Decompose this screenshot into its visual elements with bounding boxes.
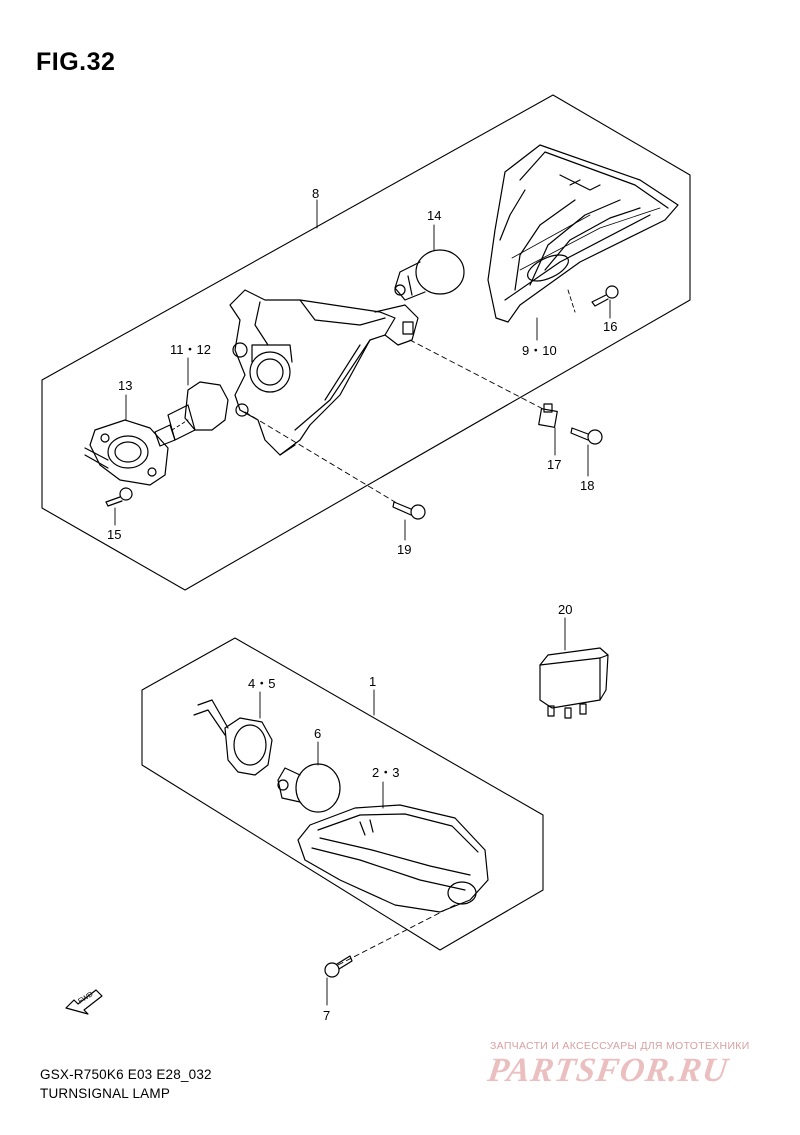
watermark-tagline: ЗАПЧАСТИ И АКСЕССУАРЫ ДЛЯ МОТОТЕХНИКИ	[490, 1040, 750, 1052]
callout-14: 14	[427, 208, 441, 223]
gasket-13	[84, 419, 169, 486]
callout-2-3: 2・3	[372, 765, 399, 780]
bulb-14	[394, 249, 465, 301]
callout-11-12: 11・12	[170, 342, 211, 357]
lower-assembly-frame	[141, 637, 544, 951]
lower-leader-lines	[259, 617, 566, 1006]
callout-9-10: 9・10	[522, 343, 557, 358]
socket-4-5	[193, 699, 273, 776]
screw-19	[392, 501, 426, 520]
callout-7: 7	[323, 1008, 330, 1023]
callout-13: 13	[118, 378, 132, 393]
figure-caption: TURNSIGNAL LAMP	[40, 1086, 171, 1101]
callout-8: 8	[312, 186, 319, 201]
callout-18: 18	[580, 478, 594, 493]
callout-19: 19	[397, 542, 411, 557]
callout-1: 1	[369, 674, 376, 689]
callout-17: 17	[547, 457, 561, 472]
model-code: GSX-R750K6 E03 E28_032	[40, 1067, 212, 1082]
socket-11-12	[154, 381, 229, 447]
turnsignal-lens-2-3	[297, 804, 489, 913]
relay-20	[539, 647, 609, 719]
screw-15	[105, 487, 133, 507]
upper-assembly-frame	[41, 94, 691, 591]
lens-housing-part	[487, 144, 679, 323]
clip-17	[538, 403, 558, 428]
callout-20: 20	[558, 602, 572, 617]
bulb-6	[277, 763, 341, 813]
callout-4-5: 4・5	[248, 676, 275, 691]
watermark-logo: PARTSFOR.RU	[485, 1052, 731, 1089]
callout-16: 16	[603, 319, 617, 334]
fwd-arrow-icon: FWD	[65, 989, 103, 1015]
screw-18	[570, 427, 603, 445]
upper-leader-lines	[114, 199, 611, 541]
screw-7	[324, 955, 353, 978]
lamp-bracket-part	[229, 289, 419, 456]
callout-6: 6	[314, 726, 321, 741]
callout-15: 15	[107, 527, 121, 542]
figure-title: FIG.32	[36, 48, 116, 76]
screw-16	[591, 285, 619, 307]
